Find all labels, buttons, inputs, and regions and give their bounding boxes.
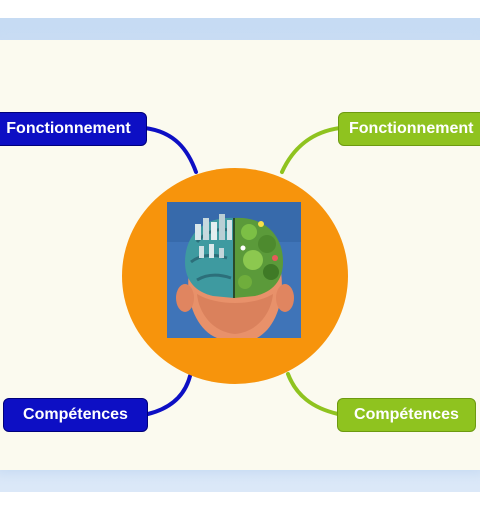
node-label: Fonctionnement <box>6 120 131 137</box>
node-competences-right: Compétences <box>337 398 476 432</box>
node-fonctionnement-left: Fonctionnement <box>0 112 147 146</box>
connector-bottom-left <box>146 374 192 416</box>
connector-top-left <box>143 126 198 174</box>
node-fonctionnement-right: Fonctionnement <box>338 112 480 146</box>
node-label: Compétences <box>23 406 128 423</box>
brain-icon <box>167 202 301 338</box>
node-competences-left: Compétences <box>3 398 148 432</box>
connector-bottom-right <box>286 372 340 416</box>
node-label: Compétences <box>354 406 459 423</box>
node-label: Fonctionnement <box>349 120 474 137</box>
connector-top-right <box>280 126 342 174</box>
